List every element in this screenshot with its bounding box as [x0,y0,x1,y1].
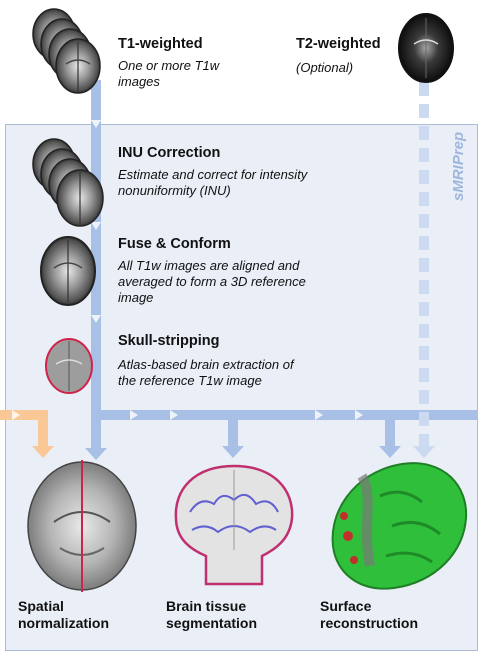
h-chevron-4 [355,410,363,420]
t1-description: One or more T1w images [118,58,220,89]
t1-title: T1-weighted [118,36,203,52]
step-conform-title: Fuse & Conform [118,236,231,252]
output-segmentation-label: Brain tissue segmentation [166,598,257,632]
h-chevron-1 [130,410,138,420]
side-input-line [0,410,48,420]
output-surface-label: Surface reconstruction [320,598,418,632]
horizontal-flow-line [96,410,478,420]
main-flow-line [91,80,101,450]
seg-flow-arrowhead [222,446,244,458]
side-chevron [12,410,20,420]
conform-image [40,236,96,306]
chevron-1 [91,120,101,128]
step-conform-description: All T1w images are aligned and averaged … [118,258,306,305]
output-normalization-label: Spatial normalization [18,598,109,632]
surf-flow-line [385,420,395,448]
main-flow-arrowhead [85,448,107,460]
inu-stack-image [32,138,104,227]
surface-image [331,462,468,590]
h-chevron-2 [170,410,178,420]
step-inu-title: INU Correction [118,145,221,161]
step-skullstrip-description: Atlas-based brain extraction of the refe… [118,357,294,388]
t2-image [398,13,454,83]
surf-flow-arrowhead [379,446,401,458]
skullstrip-image [45,338,93,394]
h-chevron-3 [315,410,323,420]
side-input-drop [38,410,48,448]
t2-optional-arrowhead [413,446,435,458]
t2-description: (Optional) [296,60,354,75]
side-input-arrowhead [32,446,54,458]
step-inu-description: Estimate and correct for intensity nonun… [118,167,308,198]
output-surface-line2: reconstruction [320,615,419,631]
seg-flow-line [228,420,238,448]
t1-stack-image [32,8,101,94]
output-surface-line1: Surface [320,598,372,614]
normalization-image [27,460,137,592]
output-segmentation-line1: Brain tissue [166,598,247,614]
output-normalization-line2: normalization [18,615,110,631]
chevron-3 [91,315,101,323]
chevron-2 [91,222,101,230]
segmentation-image [174,464,294,586]
output-segmentation-line2: segmentation [166,615,258,631]
output-normalization-line1: Spatial [18,598,64,614]
t2-title: T2-weighted [296,36,381,52]
step-skullstrip-title: Skull-stripping [118,333,220,349]
